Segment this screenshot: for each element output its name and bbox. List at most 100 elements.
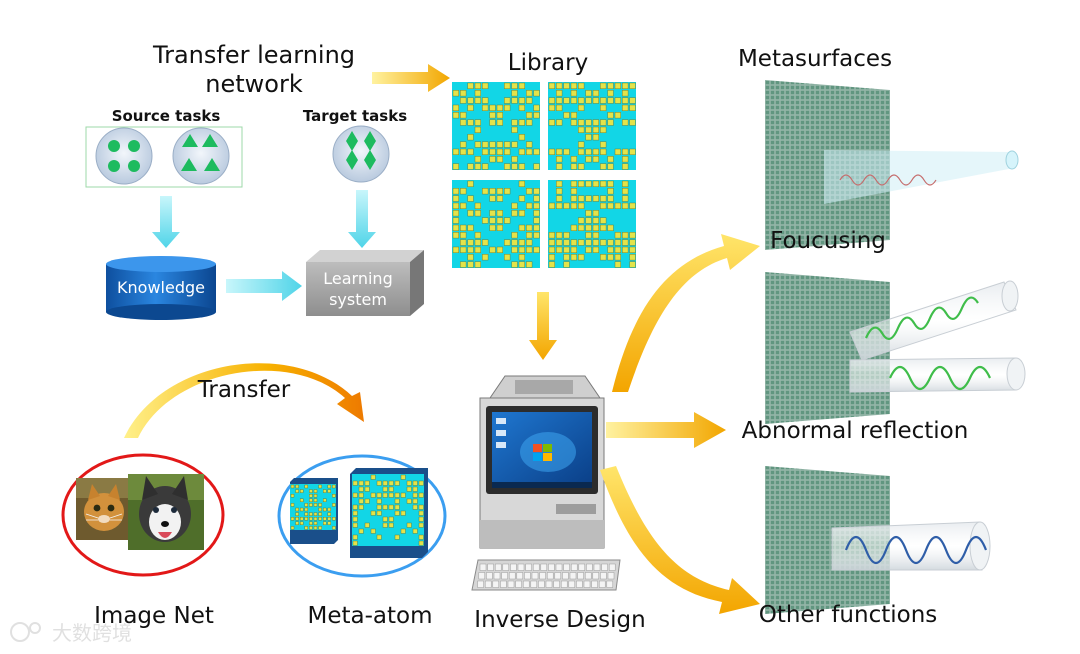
library-patterns	[452, 82, 636, 268]
keyboard-key	[563, 563, 570, 571]
library-pattern-1	[452, 82, 540, 170]
keyboard-key	[578, 563, 586, 571]
knowledge-cylinder	[106, 256, 216, 320]
source-tasks-box	[85, 126, 243, 188]
keyboard-key	[477, 580, 484, 588]
arrow-to-focusing	[612, 234, 760, 392]
image-net-label: Image Net	[94, 603, 214, 629]
keyboard-key	[502, 563, 510, 571]
watermark: 大数跨境	[10, 621, 132, 645]
learning-system-label-line2: system	[329, 290, 387, 309]
keyboard-key	[510, 563, 517, 571]
library-pattern-3	[452, 180, 540, 268]
arrow-to-library	[372, 64, 450, 92]
arrow-knowledge-to-learning	[226, 271, 302, 301]
keyboard-key	[592, 572, 600, 580]
arrow-to-other-functions	[600, 466, 760, 614]
source-tasks-label: Source tasks	[112, 107, 221, 125]
keyboard-key	[591, 580, 598, 588]
keyboard-key	[555, 563, 563, 571]
transfer-learning-network-title-line1: Transfer learning	[152, 41, 355, 69]
library-pattern-2	[548, 82, 636, 170]
keyboard-key	[487, 563, 494, 571]
source-task-circle-dots	[95, 127, 153, 185]
keyboard-key	[532, 563, 540, 571]
windows-logo-icon	[533, 444, 552, 461]
keyboard-key	[608, 563, 616, 571]
abnormal-reflection-label: Abnormal reflection	[742, 418, 969, 444]
source-task-circle-triangles	[172, 127, 230, 185]
keyboard-key	[501, 572, 508, 580]
keyboard-key	[576, 580, 583, 588]
inverse-design-label: Inverse Design	[474, 607, 645, 633]
keyboard-key	[545, 580, 553, 588]
keyboard-key	[540, 563, 548, 571]
metasurface-panel-other-functions	[765, 466, 991, 614]
keyboard-key	[607, 572, 615, 580]
target-task-circle-diamonds	[332, 125, 390, 183]
beam-tube-lower	[849, 357, 1026, 393]
keyboard-key	[554, 572, 562, 580]
transfer-arc-arrow	[124, 363, 364, 438]
meta-atom-tile-2	[352, 474, 424, 546]
keyboard-key	[548, 563, 555, 571]
target-tasks-label: Target tasks	[303, 107, 407, 125]
transfer-label: Transfer	[197, 377, 291, 403]
meta-atom-label: Meta-atom	[308, 603, 433, 629]
arrow-target-to-learning	[348, 190, 376, 248]
keyboard-key	[515, 580, 522, 588]
keyboard-key	[562, 572, 569, 580]
keyboard-key	[507, 580, 515, 588]
focusing-label: Foucusing	[770, 228, 886, 254]
library-title: Library	[508, 50, 588, 76]
meta-atom-tile-1	[290, 484, 336, 530]
keyboard-key	[516, 572, 524, 580]
keyboard-key	[484, 580, 492, 588]
keyboard-key	[493, 572, 501, 580]
keyboard-key	[546, 572, 554, 580]
keyboard-key	[570, 563, 578, 571]
keyboard-key	[577, 572, 584, 580]
metasurface-panel-focusing	[765, 80, 1019, 250]
arrow-library-to-computer	[529, 292, 557, 360]
transfer-learning-network-title-line2: network	[205, 70, 303, 98]
beam-tube-upper	[849, 280, 1019, 361]
knowledge-label: Knowledge	[117, 278, 205, 297]
keyboard-key	[492, 580, 500, 588]
watermark-text: 大数跨境	[52, 621, 132, 645]
cat-photo	[76, 478, 136, 540]
keyboard-key	[601, 563, 608, 571]
keyboard-key	[522, 580, 530, 588]
keyboard-key	[593, 563, 601, 571]
learning-system-label-line1: Learning	[323, 269, 392, 288]
keyboard-key	[530, 580, 538, 588]
other-functions-label: Other functions	[759, 602, 938, 628]
metasurfaces-title: Metasurfaces	[738, 46, 892, 72]
keyboard-key	[500, 580, 507, 588]
dog-photo	[128, 474, 204, 550]
keyboard-key	[569, 572, 577, 580]
keyboard-key	[486, 572, 493, 580]
keyboard-key	[494, 563, 502, 571]
keyboard-key	[553, 580, 560, 588]
keyboard-key	[524, 572, 531, 580]
keyboard-key	[598, 580, 606, 588]
keyboard-key	[539, 572, 546, 580]
keyboard-key	[568, 580, 576, 588]
computer-illustration	[471, 375, 621, 591]
keyboard-key	[586, 563, 593, 571]
keyboard-key	[479, 563, 487, 571]
library-pattern-4	[548, 180, 636, 268]
keyboard-key	[517, 563, 525, 571]
arrow-source-to-knowledge	[152, 196, 180, 248]
keyboard-key	[531, 572, 539, 580]
keyboard-key	[478, 572, 486, 580]
keyboard-key	[583, 580, 591, 588]
keyboard-key	[525, 563, 532, 571]
keyboard-key	[508, 572, 516, 580]
keyboard-key	[560, 580, 568, 588]
keyboard-key	[606, 580, 614, 588]
metasurface-panel-abnormal-reflection	[765, 272, 1026, 424]
keyboard-key	[600, 572, 607, 580]
